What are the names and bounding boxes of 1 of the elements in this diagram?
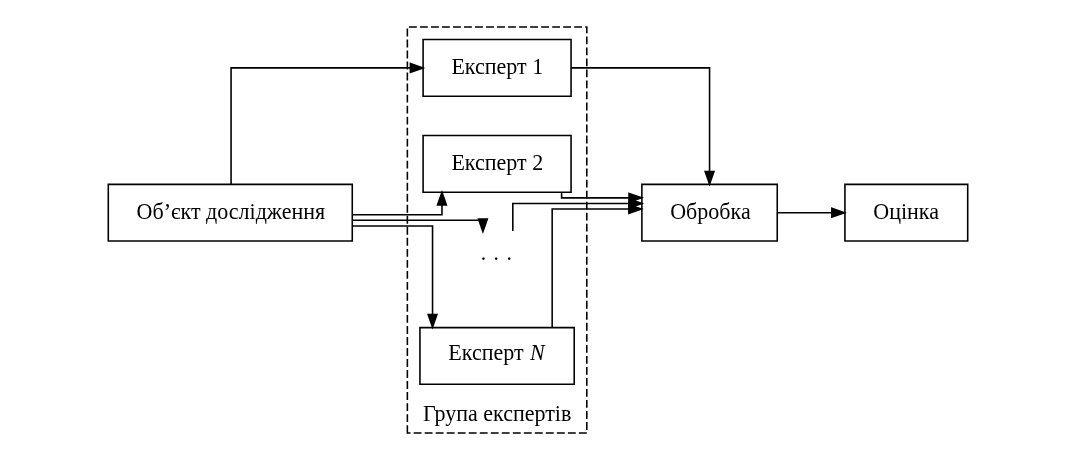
- node-text: · · ·: [479, 245, 513, 271]
